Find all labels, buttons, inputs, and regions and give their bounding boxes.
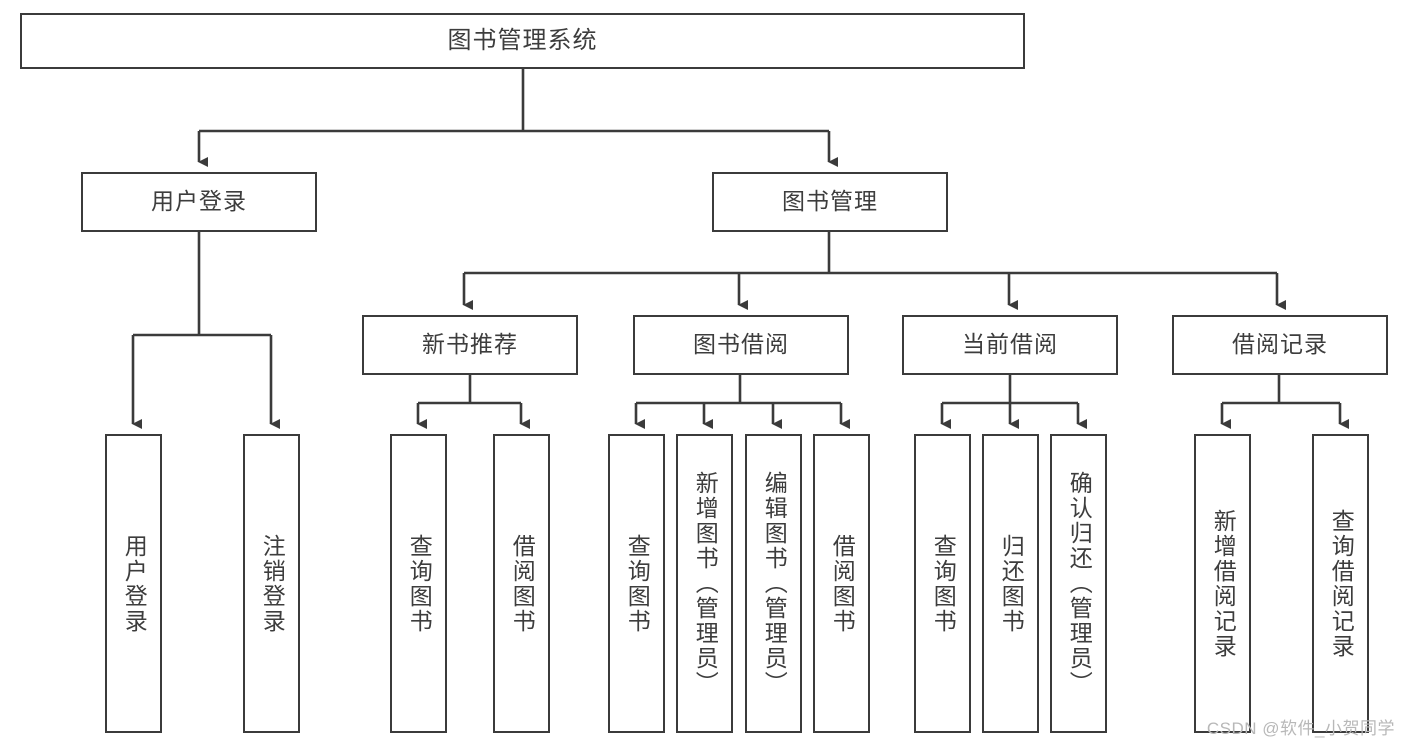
leaf-user-login-label: 用户登录 (121, 533, 148, 634)
leaf-logout[interactable]: 注销登录 (243, 434, 300, 733)
leaf-edit-book-admin-label: 编辑图书（管理员） (761, 471, 788, 696)
leaf-add-borrow-record[interactable]: 新增借阅记录 (1194, 434, 1251, 733)
leaf-return-book[interactable]: 归还图书 (982, 434, 1039, 733)
node-book-borrow[interactable]: 图书借阅 (633, 315, 849, 375)
leaf-query-book-current-label: 查询图书 (930, 533, 957, 634)
leaf-query-book-current[interactable]: 查询图书 (914, 434, 971, 733)
node-new-book-recommend[interactable]: 新书推荐 (362, 315, 578, 375)
watermark-text: CSDN @软件_小贺同学 (1206, 719, 1395, 738)
node-root[interactable]: 图书管理系统 (20, 13, 1025, 69)
leaf-query-book-borrow-label: 查询图书 (624, 533, 651, 634)
leaf-query-book-recommend-label: 查询图书 (406, 533, 433, 634)
node-current-borrow-label: 当前借阅 (962, 331, 1058, 358)
node-book-borrow-label: 图书借阅 (693, 331, 789, 358)
node-book-management[interactable]: 图书管理 (712, 172, 948, 232)
leaf-borrow-book[interactable]: 借阅图书 (813, 434, 870, 733)
leaf-borrow-book-recommend-label: 借阅图书 (509, 533, 536, 634)
leaf-add-book-admin-label: 新增图书（管理员） (692, 471, 719, 696)
node-borrow-records[interactable]: 借阅记录 (1172, 315, 1388, 375)
node-borrow-records-label: 借阅记录 (1232, 331, 1328, 358)
leaf-return-book-label: 归还图书 (998, 533, 1025, 634)
node-current-borrow[interactable]: 当前借阅 (902, 315, 1118, 375)
node-new-book-recommend-label: 新书推荐 (422, 331, 518, 358)
leaf-borrow-book-label: 借阅图书 (829, 533, 856, 634)
leaf-user-login[interactable]: 用户登录 (105, 434, 162, 733)
node-root-label: 图书管理系统 (447, 26, 598, 54)
leaf-add-book-admin[interactable]: 新增图书（管理员） (676, 434, 733, 733)
leaf-borrow-book-recommend[interactable]: 借阅图书 (493, 434, 550, 733)
leaf-query-borrow-record[interactable]: 查询借阅记录 (1312, 434, 1369, 733)
node-user-login-label: 用户登录 (151, 188, 247, 215)
leaf-query-borrow-record-label: 查询借阅记录 (1328, 508, 1355, 659)
node-book-management-label: 图书管理 (782, 188, 878, 215)
leaf-edit-book-admin[interactable]: 编辑图书（管理员） (745, 434, 802, 733)
node-user-login[interactable]: 用户登录 (81, 172, 317, 232)
leaf-query-book-borrow[interactable]: 查询图书 (608, 434, 665, 733)
leaf-query-book-recommend[interactable]: 查询图书 (390, 434, 447, 733)
leaf-confirm-return-admin-label: 确认归还（管理员） (1066, 471, 1093, 696)
leaf-logout-label: 注销登录 (259, 533, 286, 634)
leaf-add-borrow-record-label: 新增借阅记录 (1210, 508, 1237, 659)
leaf-confirm-return-admin[interactable]: 确认归还（管理员） (1050, 434, 1107, 733)
